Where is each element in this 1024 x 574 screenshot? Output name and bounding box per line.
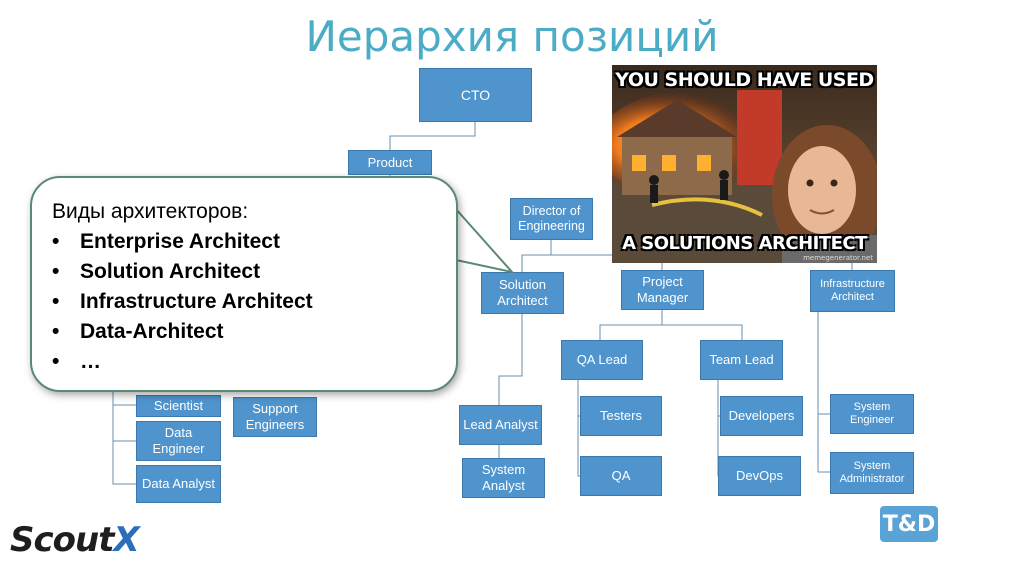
scoutx-logo: ScoutX (10, 520, 140, 560)
meme-image: YOU SHOULD HAVE USED A SOLUTIONS ARCHITE… (612, 65, 877, 263)
node-testers: Testers (580, 396, 662, 436)
connector-data-bus (112, 390, 136, 485)
list-item: Solution Architect (52, 260, 438, 284)
node-director-of-engineering: Director of Engineering (510, 198, 593, 240)
node-product: Product (348, 150, 432, 175)
scoutx-logo-x: X (113, 520, 139, 560)
node-lead-analyst: Lead Analyst (459, 405, 542, 445)
scoutx-logo-main: Scout (10, 520, 114, 560)
node-data-engineer: Data Engineer (136, 421, 221, 461)
node-scientist: Scientist (136, 395, 221, 417)
meme-bottom-text: A SOLUTIONS ARCHITECT (622, 233, 867, 254)
node-devops: DevOps (718, 456, 801, 496)
callout-heading: Виды архитекторов: (52, 200, 249, 223)
node-system-engineer: System Engineer (830, 394, 914, 434)
list-item: Data-Architect (52, 320, 438, 344)
connector-qalead-bus (577, 380, 580, 477)
node-team-lead: Team Lead (700, 340, 783, 380)
meme-top-text: YOU SHOULD HAVE USED (615, 69, 874, 91)
node-data-analyst: Data Analyst (136, 465, 221, 503)
connector-pm-qalead (599, 310, 663, 340)
node-system-analyst: System Analyst (462, 458, 545, 498)
slide-title: Иерархия позиций (305, 12, 719, 61)
td-logo: T&D (880, 506, 938, 542)
list-item: Infrastructure Architect (52, 290, 438, 314)
node-support-engineers: Support Engineers (233, 397, 317, 437)
node-project-manager: Project Manager (621, 270, 704, 310)
list-item: … (52, 350, 438, 374)
list-item: Enterprise Architect (52, 230, 438, 254)
meme-scene (612, 65, 877, 263)
node-system-administrator: System Administrator (830, 452, 914, 494)
architects-callout: Виды архитекторов: Enterprise Architect … (30, 176, 458, 392)
meme-watermark: memegenerator.net (803, 254, 873, 262)
connector-infra-bus (817, 312, 830, 473)
node-qa-lead: QA Lead (561, 340, 643, 380)
connector-cto-product (389, 122, 476, 152)
connector-solution-lead (498, 314, 523, 405)
connector-director-solution (521, 254, 551, 272)
connector-pm-teamlead (662, 324, 743, 340)
node-infrastructure-architect: Infrastructure Architect (810, 270, 895, 312)
node-qa: QA (580, 456, 662, 496)
node-solution-architect: Solution Architect (481, 272, 564, 314)
node-developers: Developers (720, 396, 803, 436)
architect-types-list: Enterprise Architect Solution Architect … (52, 230, 438, 374)
node-cto: CTO (419, 68, 532, 122)
